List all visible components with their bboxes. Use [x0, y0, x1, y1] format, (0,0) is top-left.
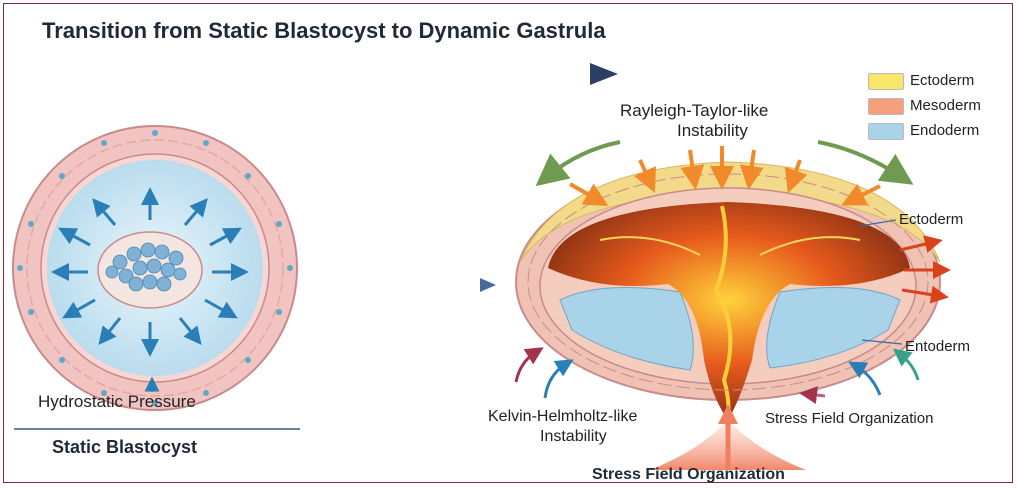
- entoderm-label: Entoderm: [905, 338, 970, 355]
- static-blastocyst-caption: Static Blastocyst: [52, 437, 197, 458]
- stress-field-label-right: Stress Field Organization: [765, 410, 933, 427]
- legend-swatch: [868, 73, 904, 90]
- kelvin-helmholtz-label-line2: Instability: [540, 428, 607, 446]
- rayleigh-taylor-label-line2: Instability: [677, 121, 748, 141]
- transition-arrow-top: [250, 63, 618, 85]
- blastocyst-illustration: [13, 126, 297, 410]
- legend-label: Endoderm: [910, 122, 979, 139]
- transition-arrow-middle: [330, 278, 496, 292]
- legend-label: Ectoderm: [910, 72, 974, 89]
- kelvin-helmholtz-label-line1: Kelvin-Helmholtz-like: [488, 408, 637, 426]
- legend-swatch: [868, 98, 904, 115]
- legend-swatch: [868, 123, 904, 140]
- figure-title: Transition from Static Blastocyst to Dyn…: [42, 18, 606, 44]
- rayleigh-taylor-label-line1: Rayleigh-Taylor-like: [620, 101, 768, 121]
- ectoderm-label: Ectoderm: [899, 211, 963, 228]
- legend-label: Mesoderm: [910, 97, 981, 114]
- hydrostatic-pressure-label: Hydrostatic Pressure: [38, 392, 196, 412]
- stress-field-label-bottom: Stress Field Organization: [592, 466, 785, 484]
